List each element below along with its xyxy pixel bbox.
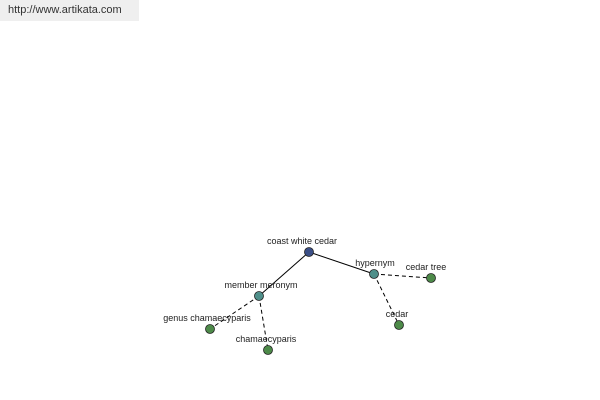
edge-root-hypernym	[308, 251, 375, 275]
node-circle-genus[interactable]	[205, 324, 215, 334]
edge-root-member-meronym	[258, 251, 310, 297]
node-hypernym[interactable]: hypernym	[355, 258, 395, 279]
node-label-member-meronym[interactable]: member meronym	[224, 280, 297, 290]
site-url-link[interactable]: http://www.artikata.com	[8, 4, 122, 16]
node-member-meronym[interactable]: member meronym	[224, 280, 298, 301]
edge-hypernym-cedar-tree	[373, 273, 432, 279]
node-label-chamaecyparis[interactable]: chamaecyparis	[236, 334, 297, 344]
edge-member-meronym-genus	[209, 295, 260, 330]
node-label-cedar[interactable]: cedar	[386, 309, 409, 319]
node-circle-cedar[interactable]	[394, 320, 404, 330]
node-genus[interactable]: genus chamaecyparis	[163, 313, 251, 334]
node-circle-cedar-tree[interactable]	[426, 273, 436, 283]
node-label-root[interactable]: coast white cedar	[267, 236, 337, 246]
node-circle-hypernym[interactable]	[369, 269, 379, 279]
node-label-genus[interactable]: genus chamaecyparis	[163, 313, 251, 323]
node-circle-root[interactable]	[304, 247, 314, 257]
node-label-hypernym[interactable]: hypernym	[355, 258, 395, 268]
node-cedar[interactable]: cedar	[386, 309, 409, 330]
node-cedar-tree[interactable]: cedar tree	[406, 262, 447, 283]
edge-member-meronym-chamaecyparis	[258, 295, 269, 351]
node-circle-chamaecyparis[interactable]	[263, 345, 273, 355]
edge-hypernym-cedar	[373, 273, 400, 326]
node-root[interactable]: coast white cedar	[267, 236, 337, 257]
edges-layer	[209, 251, 432, 351]
node-circle-member-meronym[interactable]	[254, 291, 264, 301]
node-label-cedar-tree[interactable]: cedar tree	[406, 262, 447, 272]
nodes-layer: coast white cedar member meronym hypernym g…	[163, 236, 446, 355]
url-bar: http://www.artikata.com	[0, 0, 139, 21]
node-chamaecyparis[interactable]: chamaecyparis	[236, 334, 297, 355]
